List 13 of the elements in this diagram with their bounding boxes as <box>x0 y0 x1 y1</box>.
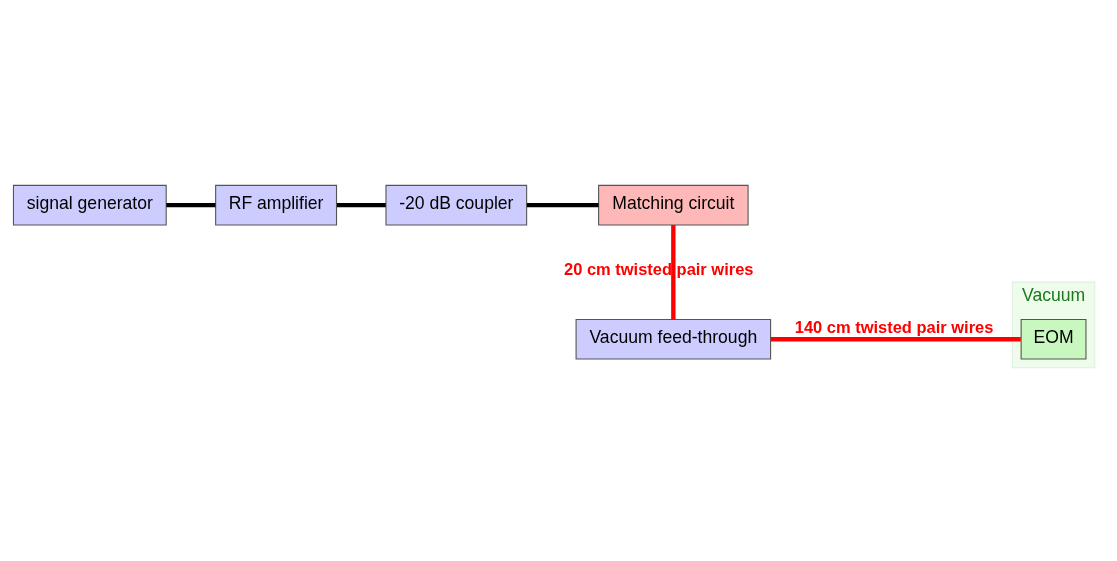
connector <box>336 202 386 207</box>
node-box: -20 dB coupler <box>385 184 528 225</box>
connector <box>671 224 676 319</box>
edge-label: 20 cm twisted pair wires <box>563 259 754 278</box>
node-box: Vacuum feed-through <box>575 318 772 360</box>
node-box: RF amplifier <box>215 184 338 225</box>
edge-label: 140 cm twisted pair wires <box>794 317 994 336</box>
connector <box>526 202 599 207</box>
node-box: EOM <box>1020 318 1087 360</box>
connector <box>770 336 1021 341</box>
connector <box>166 202 216 207</box>
node-box: signal generator <box>12 184 167 225</box>
node-box: Matching circuit <box>598 184 749 225</box>
